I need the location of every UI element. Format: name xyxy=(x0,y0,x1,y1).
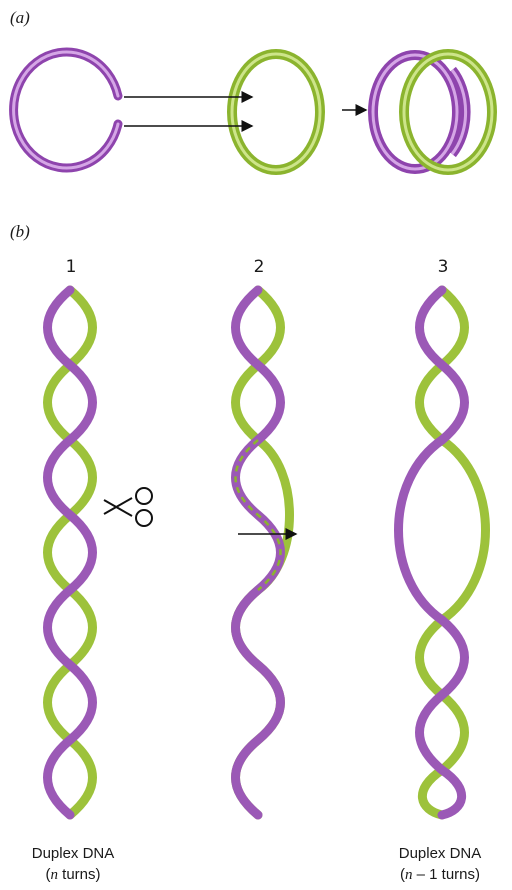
helix-2 xyxy=(231,285,294,820)
caption-left-line1: Duplex DNA xyxy=(31,845,115,862)
caption-right-line1: Duplex DNA xyxy=(398,845,482,862)
caption-left: Duplex DNA (n turns) xyxy=(3,843,143,886)
panel-a-label: (a) xyxy=(10,8,30,27)
step-2-label: 2 xyxy=(253,257,265,277)
panel-b-label: (b) xyxy=(10,222,30,241)
step-1-label: 1 xyxy=(65,257,77,277)
green-ring xyxy=(227,49,325,175)
nicked-purple-ring xyxy=(9,47,123,173)
helix-1 xyxy=(43,285,97,820)
caption-right: Duplex DNA (n – 1 turns) xyxy=(370,843,510,886)
caption-right-line2: (n – 1 turns) xyxy=(399,866,481,883)
caption-left-line2: (n turns) xyxy=(45,866,101,883)
catenated-rings xyxy=(368,49,497,175)
scissors-icon xyxy=(103,487,153,527)
step-3-label: 3 xyxy=(437,257,449,277)
helix-3 xyxy=(394,285,490,820)
